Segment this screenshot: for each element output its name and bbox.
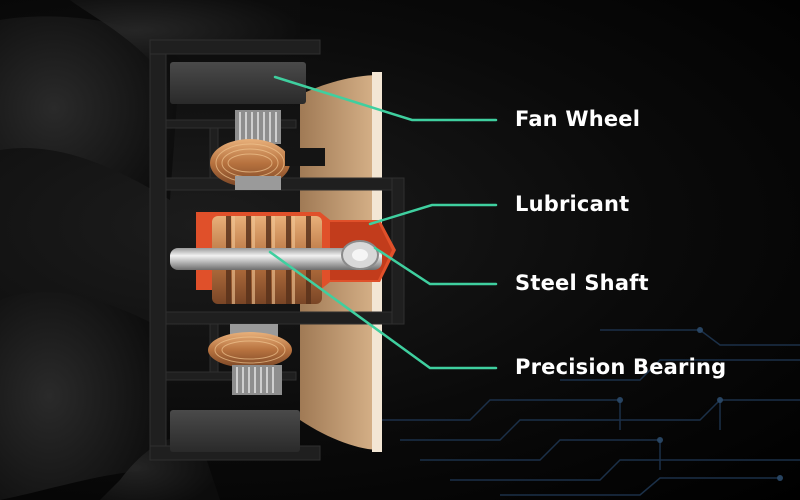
top-stator	[210, 110, 325, 190]
leader-line-fan-wheel	[273, 75, 498, 122]
leader-line-lubricant	[368, 203, 498, 226]
label-fan-wheel: Fan Wheel	[515, 107, 641, 131]
label-steel-shaft: Steel Shaft	[515, 271, 649, 295]
leader-lines	[268, 75, 498, 370]
bottom-stator	[208, 324, 292, 395]
steel-shaft-body	[170, 248, 382, 270]
leader-line-precision-bearing	[268, 250, 498, 370]
label-precision-bearing: Precision Bearing	[515, 355, 727, 379]
top-magnet	[170, 62, 306, 104]
circuit-traces	[380, 329, 800, 496]
fan-blades	[0, 0, 300, 500]
bottom-magnet	[170, 410, 300, 452]
label-lubricant: Lubricant	[515, 192, 630, 216]
leader-line-steel-shaft	[373, 246, 498, 286]
